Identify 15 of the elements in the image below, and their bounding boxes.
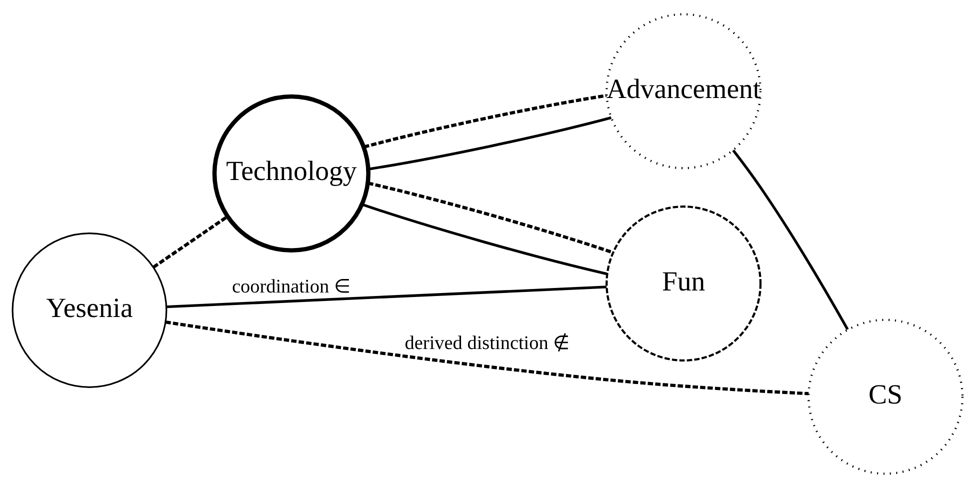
node-circle: Yesenia bbox=[12, 232, 168, 388]
connector bbox=[368, 182, 614, 254]
connector bbox=[166, 286, 607, 308]
connector bbox=[152, 215, 228, 268]
connector bbox=[165, 320, 809, 396]
edge-label: derived distinction ∉ bbox=[404, 333, 570, 354]
connector bbox=[368, 116, 612, 170]
node-circle: Technology bbox=[212, 94, 370, 253]
node-circle: Advancement bbox=[606, 13, 762, 170]
edge-label: coordination ∈ bbox=[232, 276, 351, 298]
connector bbox=[364, 94, 607, 148]
connector bbox=[732, 149, 849, 330]
connector bbox=[362, 203, 608, 276]
node-circle: CS bbox=[808, 318, 964, 475]
node-circle: Fun bbox=[606, 206, 762, 362]
